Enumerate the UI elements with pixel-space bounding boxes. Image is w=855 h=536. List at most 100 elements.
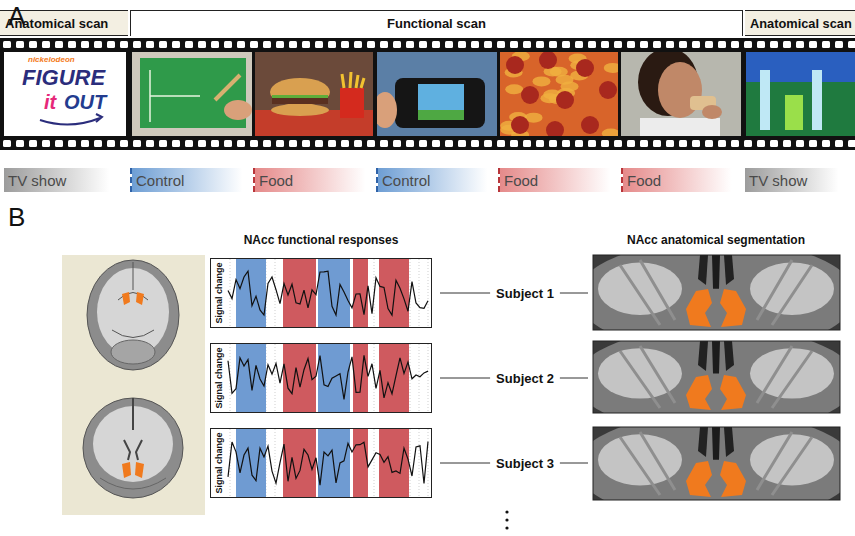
sprocket-hole bbox=[237, 140, 245, 147]
pepperoni bbox=[546, 121, 564, 136]
frame-group bbox=[4, 52, 126, 136]
sprocket-hole bbox=[393, 140, 401, 147]
frame-group bbox=[593, 427, 840, 500]
nacc-region bbox=[122, 292, 130, 305]
cheese bbox=[556, 75, 574, 85]
nacc-region bbox=[136, 292, 144, 305]
sprocket-hole bbox=[510, 41, 518, 48]
cerebellum bbox=[111, 340, 155, 364]
sprocket-hole bbox=[614, 140, 622, 147]
label-holder: B bbox=[8, 204, 25, 230]
sprocket-hole bbox=[757, 140, 765, 147]
node-text: Food bbox=[627, 172, 661, 189]
sprocket-hole bbox=[705, 41, 713, 48]
sprocket-hole bbox=[198, 41, 206, 48]
nacc-segmentation bbox=[720, 461, 746, 497]
sprocket-hole bbox=[445, 140, 453, 147]
sprocket-hole bbox=[484, 41, 492, 48]
sprocket-hole bbox=[120, 140, 128, 147]
food-block bbox=[379, 429, 409, 497]
sprocket-hole bbox=[224, 41, 232, 48]
leader-line bbox=[440, 293, 490, 294]
sprocket-hole bbox=[497, 140, 505, 147]
sprocket-hole bbox=[809, 140, 817, 147]
axial-brain bbox=[87, 260, 179, 370]
sprocket-hole bbox=[653, 41, 661, 48]
cheese bbox=[602, 128, 618, 136]
frame-group bbox=[500, 52, 618, 136]
label-holder: NAcc functional responses bbox=[244, 234, 399, 246]
sprocket-hole bbox=[159, 140, 167, 147]
nacc-segmentation bbox=[686, 289, 712, 327]
sprocket-hole bbox=[120, 41, 128, 48]
subject-label: Subject 2 bbox=[496, 371, 554, 386]
sprocket-hole bbox=[198, 140, 206, 147]
mri-frame bbox=[593, 427, 840, 500]
midline bbox=[712, 427, 720, 460]
sprocket-hole bbox=[276, 41, 284, 48]
grid-line bbox=[275, 429, 276, 497]
label-holder: FIGURE bbox=[22, 67, 105, 89]
cheese bbox=[505, 84, 523, 94]
sprocket-hole bbox=[367, 140, 375, 147]
sprocket-hole bbox=[692, 140, 700, 147]
label-holder: Subject 3 bbox=[496, 457, 554, 470]
sprocket-hole bbox=[458, 140, 466, 147]
sprocket-hole bbox=[42, 140, 50, 147]
sprocket-hole bbox=[263, 140, 271, 147]
grid-line bbox=[419, 344, 420, 412]
mri-frame bbox=[593, 255, 840, 330]
logo-swoosh bbox=[40, 118, 100, 125]
sprocket-hole bbox=[16, 41, 24, 48]
grid-line bbox=[428, 344, 429, 412]
ventricle bbox=[724, 427, 734, 457]
sprocket-hole bbox=[237, 41, 245, 48]
sprocket-hole bbox=[601, 41, 609, 48]
signal-trace bbox=[228, 442, 428, 486]
sprocket-hole bbox=[770, 41, 778, 48]
ventricles bbox=[124, 398, 142, 460]
screen-ground bbox=[418, 110, 464, 120]
grid-line bbox=[374, 429, 375, 497]
nacc-segmentation bbox=[686, 461, 712, 497]
table bbox=[132, 52, 252, 136]
frame-group bbox=[593, 341, 840, 413]
node-text: Control bbox=[136, 172, 184, 189]
frame-group bbox=[377, 52, 497, 136]
sprocket-hole bbox=[94, 41, 102, 48]
logo-text: FIGURE bbox=[22, 65, 105, 90]
hand bbox=[377, 92, 397, 128]
grid-line bbox=[410, 344, 411, 412]
sprocket-hole bbox=[692, 41, 700, 48]
pepperoni bbox=[539, 52, 557, 69]
sprocket-hole bbox=[263, 41, 271, 48]
condition-band: TV show bbox=[745, 168, 855, 192]
label-holder: Subject 1 bbox=[496, 287, 554, 300]
sprocket-hole bbox=[55, 41, 63, 48]
logo-text: OUT bbox=[64, 91, 106, 113]
sprocket-hole bbox=[705, 140, 713, 147]
sprocket-hole bbox=[341, 140, 349, 147]
sprocket-hole bbox=[679, 41, 687, 48]
food-block bbox=[353, 429, 368, 497]
chalk-line bbox=[150, 70, 200, 122]
leader-line bbox=[440, 378, 490, 379]
pencil bbox=[215, 75, 240, 100]
sprocket-hole bbox=[419, 140, 427, 147]
sprocket-hole bbox=[757, 41, 765, 48]
response-plot: Signal change bbox=[210, 343, 432, 413]
label-holder: NAcc anatomical segmentation bbox=[627, 234, 805, 246]
hand bbox=[702, 105, 722, 119]
sprocket-hole bbox=[731, 140, 739, 147]
condition-band: Control bbox=[130, 168, 252, 192]
sprocket-hole bbox=[68, 140, 76, 147]
sprocket-hole bbox=[471, 140, 479, 147]
sprocket-hole bbox=[406, 140, 414, 147]
sprocket-hole bbox=[432, 140, 440, 147]
logo-arrow bbox=[96, 114, 102, 122]
gray-matter bbox=[593, 341, 840, 413]
frame-group bbox=[593, 255, 840, 330]
sprocket-hole bbox=[302, 41, 310, 48]
sprocket-hole bbox=[29, 41, 37, 48]
sprocket-hole bbox=[81, 41, 89, 48]
